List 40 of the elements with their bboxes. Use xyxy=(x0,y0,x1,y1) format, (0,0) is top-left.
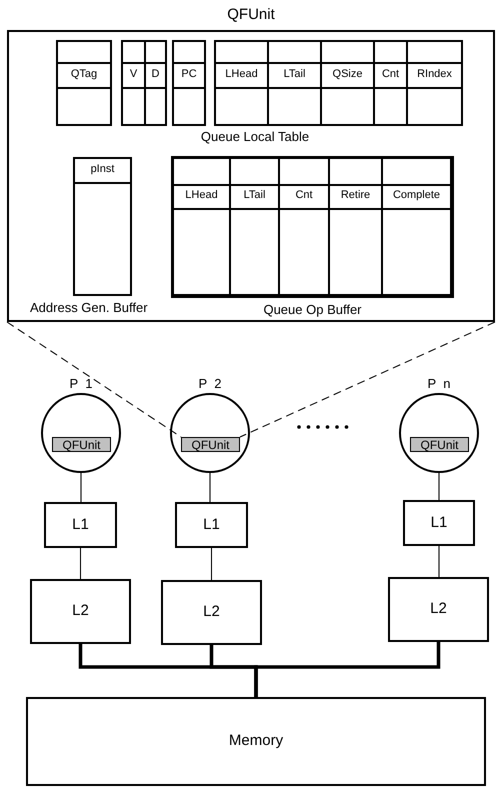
field-label: pInst xyxy=(90,162,116,176)
field-label: Complete xyxy=(392,188,442,202)
connector-line xyxy=(438,472,440,500)
zoom-line xyxy=(6,322,182,438)
cache-box: L1 xyxy=(403,500,475,546)
field-label: Cnt xyxy=(380,66,400,80)
buffer-caption: Address Gen. Buffer xyxy=(30,299,148,317)
zoom-line xyxy=(240,322,496,438)
memory-box: Memory xyxy=(26,697,486,786)
field-label: RIndex xyxy=(416,66,453,80)
connector-line xyxy=(211,548,212,580)
cache-box: L1 xyxy=(175,502,248,548)
processor-label: P 1 xyxy=(68,376,94,391)
field-label: PC xyxy=(180,66,198,80)
field-label: V xyxy=(128,66,138,80)
qfunit-block: QFUnit xyxy=(410,437,469,452)
field-label: D xyxy=(150,66,160,80)
cache-box: L1 xyxy=(44,502,117,548)
field-label: LTail xyxy=(282,66,306,80)
connector-line xyxy=(80,472,82,502)
buffer-caption: Queue Op Buffer xyxy=(262,301,363,319)
connector-line xyxy=(438,546,440,578)
processor-label: P 2 xyxy=(198,376,222,391)
cache-box: L2 xyxy=(30,579,131,644)
field-label: Retire xyxy=(340,188,372,202)
cache-box: L2 xyxy=(161,580,262,645)
field-label: LTail xyxy=(242,188,266,202)
field-label: QSize xyxy=(332,66,364,80)
unit-title: QFUnit xyxy=(226,5,276,25)
connector-line xyxy=(80,548,81,580)
table-caption: Queue Local Table xyxy=(200,128,310,146)
bus-line xyxy=(254,642,440,697)
processor-label: P n xyxy=(426,376,452,391)
field-label: QTag xyxy=(70,66,98,80)
field-label: LHead xyxy=(184,188,219,202)
qfunit-block: QFUnit xyxy=(52,437,111,452)
field-label: LHead xyxy=(224,66,259,80)
field-label: Cnt xyxy=(294,188,314,202)
qfunit-block: QFUnit xyxy=(181,437,240,452)
cache-box: L2 xyxy=(388,577,489,642)
